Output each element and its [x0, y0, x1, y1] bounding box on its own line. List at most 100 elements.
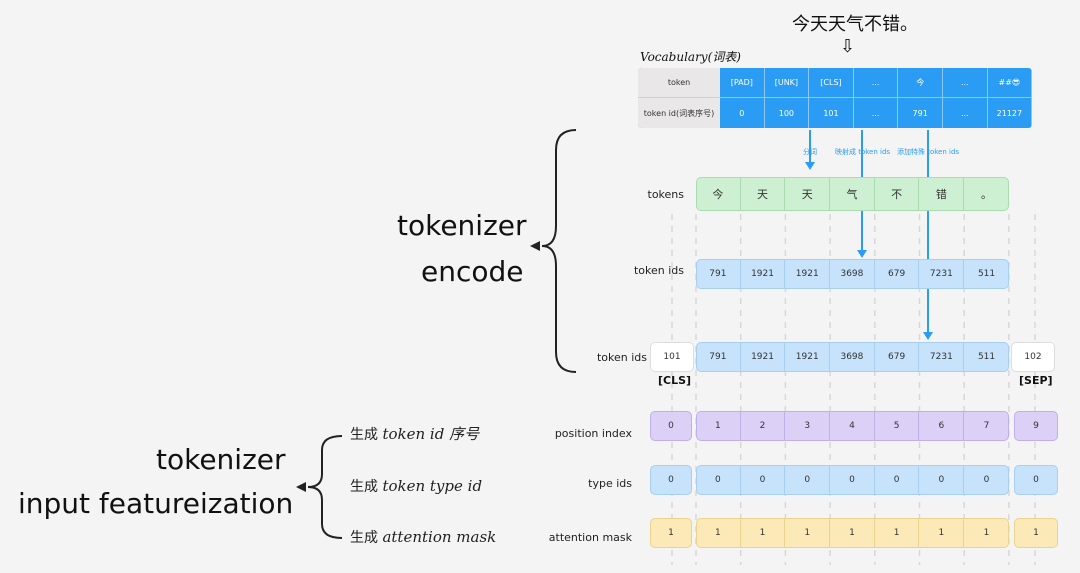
tokens-cell: 天 [785, 177, 831, 211]
tokens-cell: 今 [696, 177, 741, 211]
mask-cell: 1 [741, 518, 786, 548]
token-ids-cell: 679 [875, 259, 920, 289]
gen-token-id-label: 生成 token id 序号 [350, 423, 479, 444]
encode-title-line1: tokenizer [397, 209, 527, 242]
add-special-arrow-head-icon [923, 332, 933, 340]
token-ids-group [696, 259, 1009, 289]
token-ids-final-cell: 3698 [830, 342, 875, 372]
token-ids-final-cell: 1921 [785, 342, 831, 372]
input-sentence: 今天天气不错。 [792, 14, 918, 35]
mask-group [696, 518, 1009, 548]
token-ids-final-cell: 1921 [741, 342, 786, 372]
type-cell: 0 [830, 465, 875, 495]
tokens-row-label: tokens [647, 188, 685, 201]
position-cell: 7 [983, 421, 990, 431]
tokens-group [696, 177, 1009, 211]
position-sep-cell: 9 [1014, 411, 1058, 441]
gen1-prefix: 生成 [350, 427, 378, 443]
vocabulary-title: Vocabulary(词表) [640, 50, 741, 64]
vocab-id-cell: ... [943, 98, 988, 128]
token-ids-cell: 3698 [830, 259, 875, 289]
token-ids-final-cell: 791 [696, 342, 741, 372]
cls-id-cell: 101 [650, 342, 694, 372]
gen-type-id-label: 生成 token type id [350, 476, 482, 496]
mask-sep-cell: 1 [1014, 518, 1058, 548]
mask-cell: 1 [983, 528, 990, 538]
token-ids-cell: 511 [977, 269, 996, 279]
feat-brace-arrow-icon [296, 482, 306, 492]
vocab-token-cell: ... [853, 68, 899, 98]
gen2-prefix: 生成 [350, 479, 378, 495]
type-cell: 0 [983, 475, 990, 485]
position-cell: 4 [830, 411, 875, 441]
vocab-header-token: token [638, 68, 720, 98]
token-ids-final-cell: 511 [977, 352, 996, 362]
vocab-id-cell: 100 [764, 98, 810, 128]
vocab-id-cell: 0 [720, 98, 765, 128]
down-hollow-arrow-icon: ⇩ [840, 36, 856, 57]
type-cell: 0 [875, 465, 920, 495]
type-group [696, 465, 1009, 495]
vocabulary-table: token token id(词表序号) [PAD][UNK][CLS]...今… [638, 68, 1032, 128]
vocab-token-cell: 今 [898, 68, 943, 98]
gen3-prefix: 生成 [350, 530, 378, 546]
token-ids-cell: 1921 [785, 259, 831, 289]
token-ids-cell: 791 [696, 259, 741, 289]
gen2-text: token type id [382, 477, 483, 495]
vocab-token-cell: ... [943, 68, 988, 98]
position-cell: 1 [696, 411, 741, 441]
token-ids-final-group [696, 342, 1009, 372]
split-arrow-head-icon [805, 162, 815, 170]
cls-label: [CLS] [658, 374, 692, 387]
tokens-cell: 错 [920, 177, 965, 211]
token-ids2-row-label: token ids [596, 351, 647, 364]
position-cell: 6 [920, 411, 965, 441]
feat-title-line2: input featureization [18, 487, 294, 520]
tokens-cell: 不 [875, 177, 920, 211]
position-group [696, 411, 1009, 441]
gen-attention-mask-label: 生成 attention mask [350, 527, 496, 547]
mask-cell: 1 [785, 518, 831, 548]
type-sep-cell: 0 [1014, 465, 1058, 495]
vocab-token-cell: ##😎 [987, 68, 1032, 98]
position-index-row-label: position index [554, 427, 632, 440]
encode-title-line2: encode [421, 255, 524, 288]
tokens-cell: 。 [981, 188, 993, 201]
type-cell: 0 [920, 465, 965, 495]
vocab-header-token-id: token id(词表序号) [638, 98, 720, 128]
mask-cell: 1 [830, 518, 875, 548]
vocab-token-cell: [CLS] [809, 68, 854, 98]
token-ids-cell: 1921 [741, 259, 786, 289]
type-cls-cell: 0 [650, 465, 692, 495]
feat-title-line1: tokenizer [156, 443, 286, 476]
gen1-text: token id 序号 [382, 425, 480, 443]
vocab-id-cell: 21127 [987, 98, 1032, 128]
vocab-id-cell: ... [853, 98, 899, 128]
position-cell: 2 [741, 411, 786, 441]
token-ids-cell: 7231 [920, 259, 965, 289]
mask-cell: 1 [875, 518, 920, 548]
mask-cell: 1 [696, 518, 741, 548]
type-cell: 0 [785, 465, 831, 495]
type-ids-row-label: type ids [588, 477, 632, 490]
vocab-token-cell: [UNK] [764, 68, 810, 98]
encode-brace-arrow-icon [530, 241, 540, 251]
token-ids-final-cell: 679 [875, 342, 920, 372]
gen3-text: attention mask [382, 528, 497, 546]
encode-brace [541, 129, 577, 373]
vocab-id-cell: 791 [898, 98, 943, 128]
token-ids-row-label: token ids [633, 264, 684, 277]
sep-label: [SEP] [1019, 374, 1053, 387]
position-cell: 5 [875, 411, 920, 441]
attention-mask-row-label: attention mask [548, 531, 632, 544]
vocab-token-cell: [PAD] [720, 68, 765, 98]
position-cls-cell: 0 [650, 411, 692, 441]
mask-cls-cell: 1 [650, 518, 692, 548]
vocab-id-cell: 101 [809, 98, 854, 128]
type-cell: 0 [741, 465, 786, 495]
position-cell: 3 [785, 411, 831, 441]
type-cell: 0 [696, 465, 741, 495]
map-arrow-head-icon [857, 250, 867, 258]
tokens-cell: 天 [741, 177, 786, 211]
